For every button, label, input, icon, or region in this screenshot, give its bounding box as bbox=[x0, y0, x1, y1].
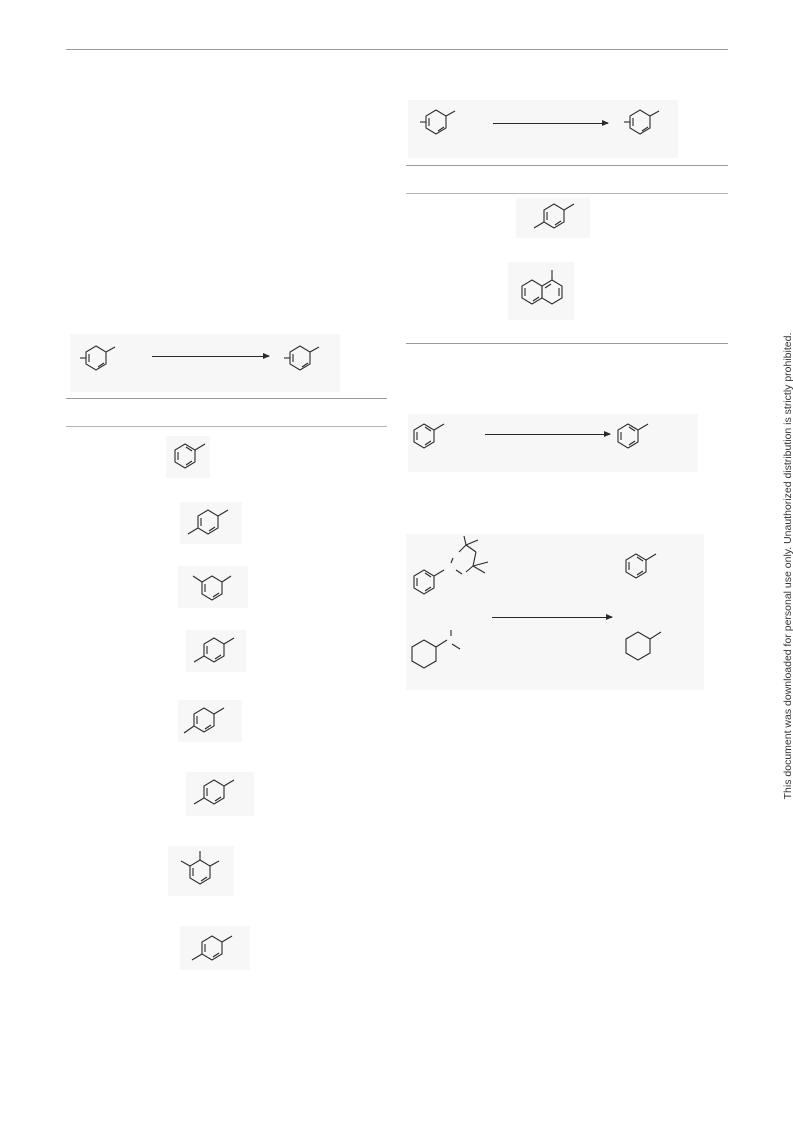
table-rule-bottom bbox=[406, 343, 728, 344]
methylcyclohexane-product-structure bbox=[625, 631, 662, 661]
reactant-substituted-arene bbox=[80, 345, 116, 371]
meta-xylene-structure bbox=[192, 575, 232, 601]
reaction-arrow bbox=[493, 120, 609, 126]
reaction-scheme-right-3 bbox=[406, 534, 704, 690]
trimethylbenzene-structure bbox=[180, 851, 220, 885]
toluene-structure bbox=[413, 423, 445, 449]
para-xylene-structure bbox=[187, 509, 229, 535]
methylnaphthalene-structure bbox=[521, 270, 563, 305]
table-rule-header bbox=[66, 426, 387, 427]
substrate-cell bbox=[508, 262, 574, 320]
reaction-arrow bbox=[492, 614, 613, 620]
para-xylene-structure bbox=[533, 203, 575, 229]
product-substituted-arene bbox=[624, 109, 660, 135]
substrate-cell bbox=[180, 502, 242, 544]
reaction-arrow bbox=[152, 353, 270, 359]
page-header-rule bbox=[66, 49, 728, 50]
para-substituted-toluene-structure bbox=[193, 637, 235, 663]
download-watermark: This document was downloaded for persona… bbox=[782, 332, 793, 800]
substrate-cell bbox=[178, 700, 242, 742]
toluene-product-structure bbox=[625, 553, 657, 579]
reaction-arrow bbox=[485, 431, 611, 437]
reaction-scheme-right-1 bbox=[408, 100, 678, 158]
reaction-scheme-right-2 bbox=[408, 414, 698, 472]
table-rule-header bbox=[406, 193, 728, 194]
substrate-cell bbox=[168, 846, 234, 896]
para-substituted-toluene-structure bbox=[193, 779, 235, 805]
toluene-structure bbox=[174, 443, 206, 469]
cyclohexyl-reagent-structure bbox=[411, 630, 461, 669]
reactant-substituted-arene bbox=[420, 109, 456, 135]
phenyl-boronate-ester-structure bbox=[413, 535, 489, 595]
product-substituted-arene bbox=[284, 345, 320, 371]
para-substituted-toluene-structure bbox=[191, 935, 233, 961]
substrate-cell bbox=[186, 772, 254, 816]
table-rule-top bbox=[406, 165, 728, 166]
substrate-cell bbox=[186, 630, 246, 672]
toluene-product-structure bbox=[617, 423, 649, 449]
substrate-cell bbox=[180, 926, 250, 970]
substrate-cell bbox=[166, 436, 210, 478]
table-rule-top bbox=[66, 398, 387, 399]
para-substituted-toluene-structure bbox=[183, 707, 225, 734]
reaction-scheme-left bbox=[70, 334, 340, 392]
substrate-cell bbox=[178, 566, 248, 608]
